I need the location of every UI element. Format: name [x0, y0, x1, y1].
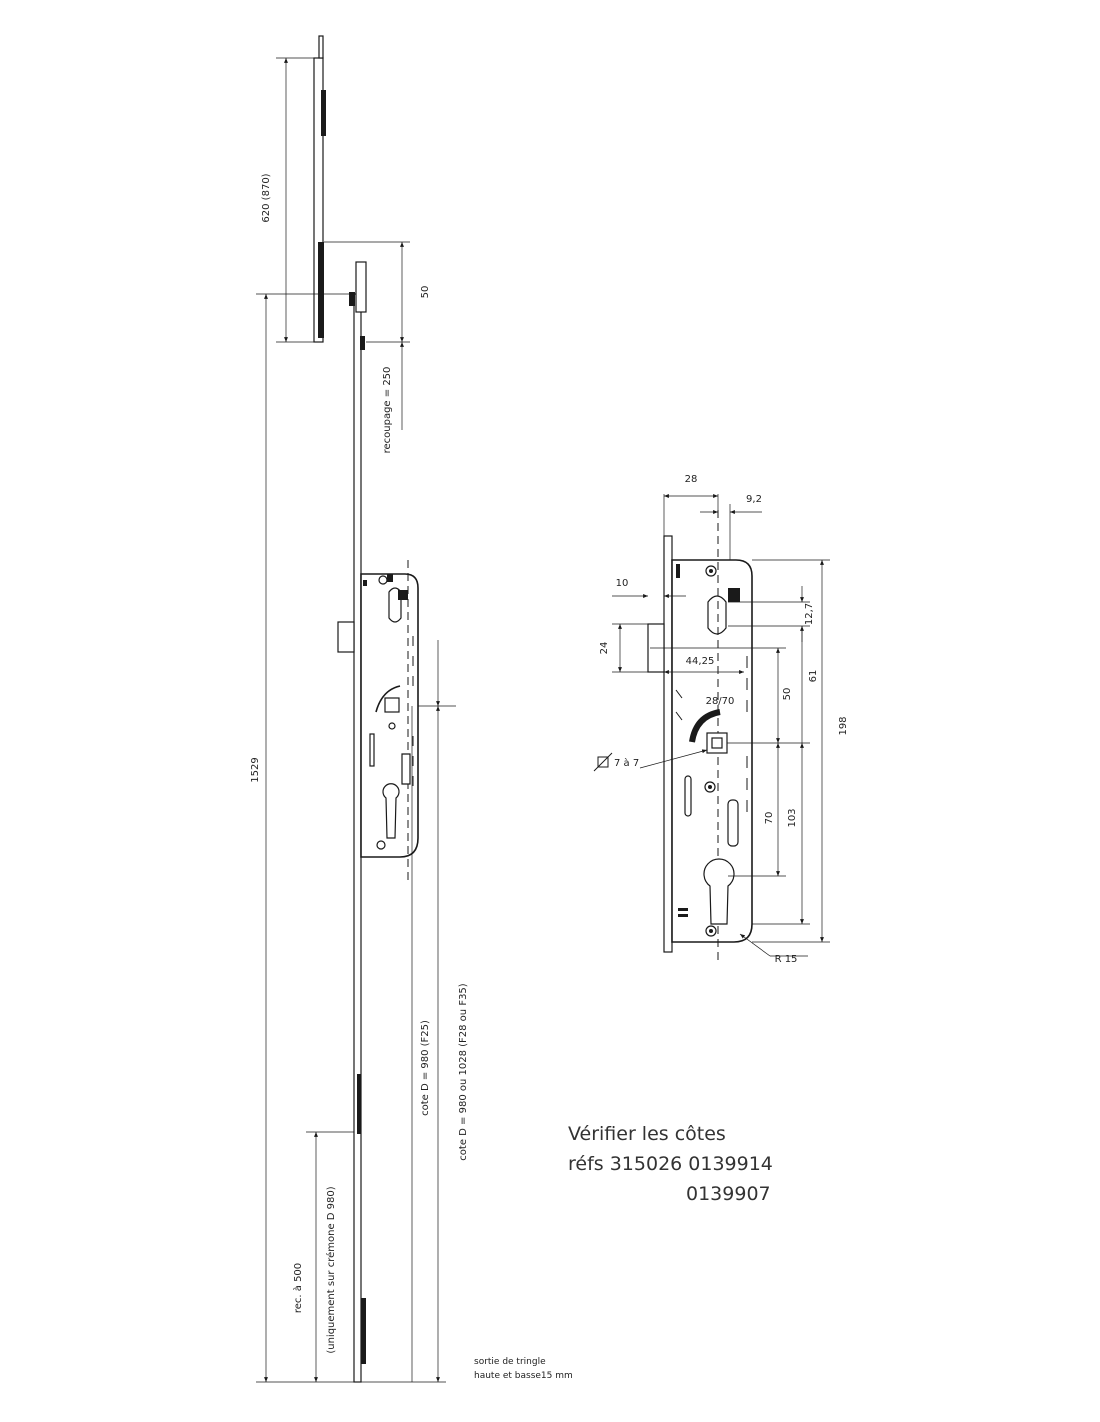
detail-top-slot — [707, 595, 727, 635]
label-dim-28-70: 28/70 — [706, 696, 735, 707]
note-line-3: 0139907 — [686, 1183, 771, 1205]
verification-note: Vérifier les côtes réfs 315026 0139914 0… — [568, 1123, 773, 1205]
dimension-cote-f28: cote D = 980 ou 1028 (F28 ou F35) — [361, 720, 469, 1383]
label-dim-24: 24 — [599, 642, 610, 655]
label-dim-61: 61 — [808, 670, 819, 683]
label-rec-500: rec. à 500 — [292, 1263, 304, 1313]
label-dim-70: 70 — [764, 812, 775, 825]
label-dim-50: 50 — [782, 688, 793, 701]
label-overlap: 50 — [420, 286, 431, 299]
label-dim-10: 10 — [616, 578, 629, 589]
note-line-2: réfs 315026 0139914 — [568, 1153, 773, 1175]
detail-faceplate — [663, 535, 673, 953]
label-rod-exit-2: haute et basse15 mm — [474, 1371, 573, 1381]
label-dim-radius: R 15 — [775, 954, 798, 965]
lock-case-small — [337, 560, 419, 880]
overall-view: 620 (870) 50 recoupage = 250 1529 — [250, 35, 573, 1383]
detail-view: 28 9,2 10 24 44,25 28/70 12,7 — [593, 474, 849, 965]
label-dim-198: 198 — [838, 716, 849, 735]
label-cote-f28: cote D = 980 ou 1028 (F28 ou F35) — [458, 983, 469, 1161]
label-dim-12-7: 12,7 — [804, 603, 815, 625]
label-dim-square: 7 à 7 — [614, 757, 639, 769]
label-dim-44-25: 44,25 — [686, 656, 715, 667]
dimension-overlap: 50 — [324, 241, 431, 343]
dimension-recoupage: recoupage = 250 — [382, 342, 404, 454]
label-top-rod: 620 (870) — [261, 173, 272, 222]
dimension-total: 1529 — [250, 293, 354, 1383]
label-cote-f25: cote D = 980 (F25) — [420, 1020, 431, 1116]
label-dim-9-2: 9,2 — [746, 494, 762, 505]
dimension-top-rod: 620 (870) — [261, 57, 314, 343]
top-extension-rod — [313, 35, 326, 343]
dimension-rec-500: rec. à 500 (uniquement sur crémone D 980… — [292, 1131, 354, 1382]
label-total: 1529 — [250, 757, 261, 782]
dimension-cote-f25: cote D = 980 (F25) — [411, 706, 431, 1382]
note-line-1: Vérifier les côtes — [568, 1123, 726, 1145]
detail-cylinder-cutout — [703, 858, 735, 925]
label-dim-28: 28 — [685, 474, 698, 485]
dimension-handle-offset — [418, 640, 456, 720]
label-rod-exit-1: sortie de tringle — [474, 1357, 546, 1367]
label-rec-note: (uniquement sur crémone D 980) — [325, 1186, 337, 1353]
label-dim-103: 103 — [787, 808, 798, 827]
label-recoupage: recoupage = 250 — [382, 367, 393, 454]
